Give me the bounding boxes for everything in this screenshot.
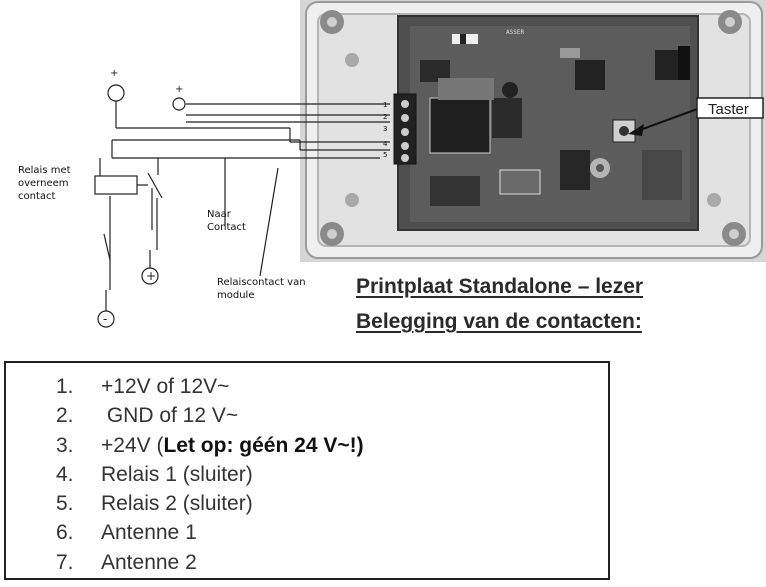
taster-callout-box: [696, 97, 764, 119]
pin-number: 1.: [56, 375, 74, 398]
connector-pin-2: 2: [383, 113, 387, 121]
pcb-board: ASSER: [393, 15, 701, 231]
pin-description: Relais 1 (sluiter): [101, 460, 253, 489]
plus-terminal-top-right: [172, 97, 186, 111]
relay-coil: [94, 175, 138, 195]
pin-text: +12V of 12V~: [101, 375, 230, 398]
pin-description: Relais 2 (sluiter): [101, 489, 253, 518]
plus-label-top-right: +: [175, 84, 183, 95]
relay-note: Relais met overneem contact: [18, 165, 71, 202]
pin-text: GND of 12 V~: [101, 404, 239, 428]
connector-pin-4: 4: [383, 140, 388, 148]
terminal-minus-symbol: -: [103, 312, 107, 326]
pin-text: Relais 1 (sluiter): [101, 462, 253, 486]
pin-description: GND of 12 V~: [101, 401, 238, 430]
pin-description: +24V (Let op: géén 24 V~!): [101, 431, 364, 460]
relay-contact-note: Relaiscontact van module: [217, 277, 306, 301]
pin-warning: Let op: géén 24 V~!): [163, 433, 364, 457]
wiring: [94, 84, 390, 328]
pin-text: Antenne 2: [101, 550, 197, 574]
pin-text: Relais 2 (sluiter): [101, 492, 253, 516]
pin-description: +12V of 12V~: [101, 372, 229, 401]
terminal-plus-symbol: +: [146, 269, 156, 283]
board-title: Printplaat Standalone – lezer: [356, 275, 644, 298]
pinout-box: 1. +12V of 12V~ 2. GND of 12 V~ 3. +24V (L…: [4, 361, 610, 580]
to-contact-note: Naar Contact: [207, 209, 246, 233]
connector-pin-5: 5: [383, 151, 387, 159]
taster-label: Taster: [708, 101, 749, 118]
plus-label-top-left: +: [110, 68, 118, 79]
pin-number: 4.: [56, 462, 74, 486]
pin-number: 2.: [56, 404, 74, 428]
connector-pin-3: 3: [383, 125, 387, 133]
pinout-heading: Belegging van de contacten:: [356, 310, 642, 333]
pin-description: Antenne 2: [101, 548, 197, 577]
pin-text: +24V (: [101, 433, 164, 457]
pin-number: 7.: [56, 550, 74, 574]
pin-text: Antenne 1: [101, 521, 197, 545]
svg-text:ASSER: ASSER: [506, 29, 524, 36]
plus-terminal-top-left: [107, 84, 125, 102]
pin-number: 5.: [56, 492, 74, 516]
connector-pin-1: 1: [383, 101, 387, 109]
pin-description: Antenne 1: [101, 518, 197, 547]
pin-number: 6.: [56, 521, 74, 545]
pin-number: 3.: [56, 433, 74, 457]
